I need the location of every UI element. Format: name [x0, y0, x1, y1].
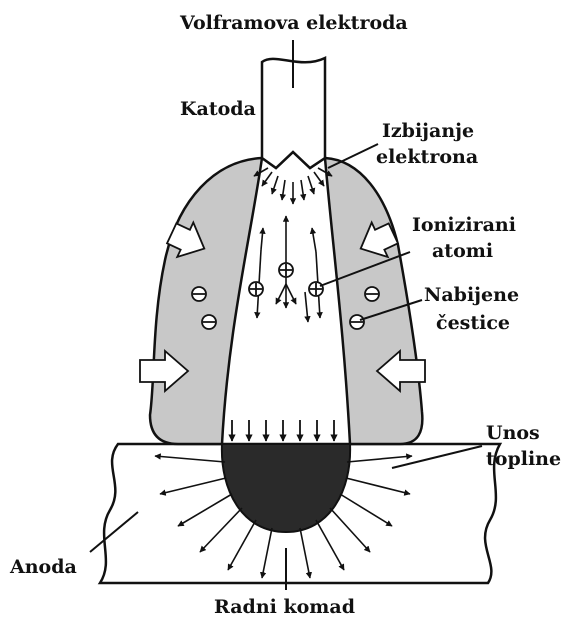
- label-tungsten-electrode: Volframova elektroda: [180, 12, 408, 34]
- label-charged-line2: čestice: [436, 312, 510, 334]
- label-ionized-line1: Ionizirani: [412, 214, 516, 236]
- label-workpiece: Radni komad: [214, 596, 355, 618]
- label-cathode: Katoda: [180, 98, 256, 120]
- label-charged-line1: Nabijene: [424, 284, 519, 306]
- label-heat-input-line1: Unos: [486, 422, 540, 444]
- label-electron-emission-line1: Izbijanje: [382, 120, 474, 142]
- label-ionized-line2: atomi: [432, 240, 493, 262]
- label-heat-input-line2: topline: [486, 448, 561, 470]
- label-electron-emission-line2: elektrona: [376, 146, 478, 168]
- leader-emission: [328, 144, 378, 168]
- label-anode: Anoda: [10, 556, 77, 578]
